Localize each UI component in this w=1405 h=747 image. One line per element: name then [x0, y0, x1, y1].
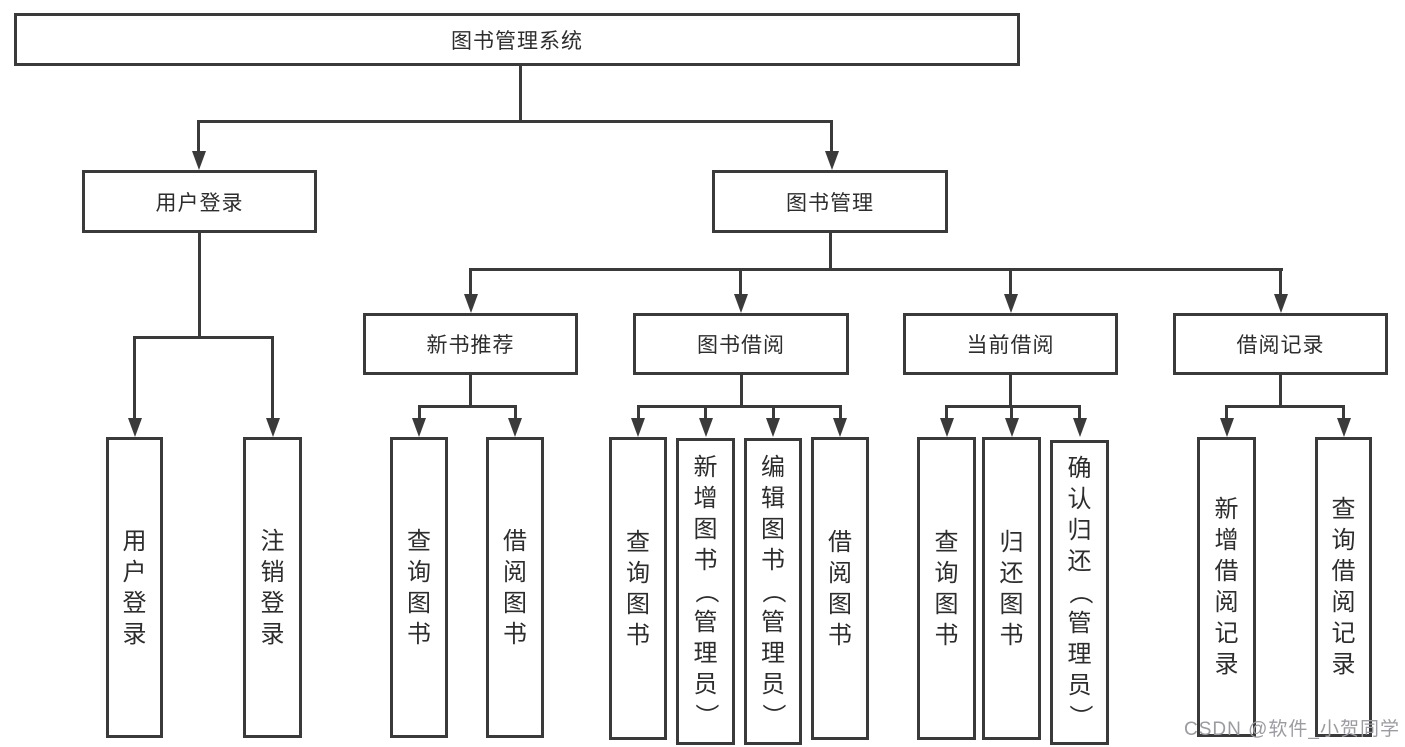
connector-line [469, 375, 472, 408]
leaf-add-books-admin: 新增图书（管理员） [676, 438, 735, 745]
arrow-down-icon [128, 418, 142, 437]
connector-line [198, 233, 201, 338]
arrow-down-icon [766, 418, 780, 437]
leaf-add-borrow-record: 新增借阅记录 [1197, 437, 1256, 737]
connector-line [1225, 405, 1228, 420]
arrow-down-icon [412, 418, 426, 437]
arrow-down-icon [1005, 418, 1019, 437]
arrow-down-icon [464, 294, 478, 313]
node-book-mgmt: 图书管理 [712, 170, 948, 233]
node-current: 当前借阅 [903, 313, 1118, 375]
leaf-confirm-return-admin: 确认归还（管理员） [1050, 440, 1109, 745]
connector-line [830, 120, 833, 152]
connector-line [519, 66, 522, 122]
arrow-down-icon [508, 418, 522, 437]
arrow-down-icon [699, 418, 713, 437]
arrow-down-icon [1220, 418, 1234, 437]
connector-line [740, 375, 743, 408]
arrow-down-icon [940, 418, 954, 437]
csdn-watermark: CSDN @软件_小贺同学 [1184, 719, 1400, 740]
connector-line [839, 405, 842, 420]
connector-line [469, 268, 472, 296]
leaf-query-books-current: 查询图书 [917, 437, 976, 740]
connector-line [469, 268, 1283, 271]
node-user-login: 用户登录 [82, 170, 317, 233]
arrow-down-icon [192, 151, 206, 170]
leaf-return-books: 归还图书 [982, 437, 1041, 740]
arrow-down-icon [1274, 294, 1288, 313]
connector-line [1009, 268, 1012, 296]
connector-line [1342, 405, 1345, 420]
connector-line [418, 405, 517, 408]
leaf-logout: 注销登录 [243, 437, 302, 738]
connector-line [1279, 375, 1282, 408]
leaf-borrow-books-borrow: 借阅图书 [811, 437, 869, 740]
connector-line [637, 405, 640, 420]
node-records: 借阅记录 [1173, 313, 1388, 375]
node-borrow: 图书借阅 [633, 313, 849, 375]
arrow-down-icon [1337, 418, 1351, 437]
connector-line [197, 120, 833, 123]
arrow-down-icon [825, 151, 839, 170]
connector-line [637, 405, 842, 408]
connector-line [133, 336, 136, 419]
connector-line [133, 336, 274, 339]
leaf-user-login: 用户登录 [106, 437, 163, 738]
connector-line [945, 405, 1081, 408]
connector-line [739, 268, 742, 296]
connector-line [704, 405, 707, 420]
connector-line [1010, 405, 1013, 420]
leaf-query-books-borrow: 查询图书 [609, 437, 667, 740]
connector-line [829, 233, 832, 270]
arrow-down-icon [734, 294, 748, 313]
node-root: 图书管理系统 [14, 13, 1020, 66]
connector-line [418, 405, 421, 420]
connector-line [514, 405, 517, 420]
connector-line [1225, 405, 1345, 408]
connector-line [271, 336, 274, 419]
arrow-down-icon [833, 418, 847, 437]
node-new-books: 新书推荐 [363, 313, 578, 375]
leaf-edit-books-admin: 编辑图书（管理员） [744, 438, 802, 745]
connector-line [772, 405, 775, 420]
arrow-down-icon [631, 418, 645, 437]
connector-line [197, 120, 200, 152]
arrow-down-icon [1073, 418, 1087, 437]
leaf-borrow-books-newbooks: 借阅图书 [486, 437, 544, 738]
leaf-query-books-newbooks: 查询图书 [390, 437, 448, 738]
arrow-down-icon [1004, 294, 1018, 313]
arrow-down-icon [266, 418, 280, 437]
connector-line [945, 405, 948, 420]
connector-line [1078, 405, 1081, 420]
connector-line [1279, 268, 1282, 296]
leaf-query-borrow-record: 查询借阅记录 [1315, 437, 1372, 737]
connector-line [1009, 375, 1012, 408]
